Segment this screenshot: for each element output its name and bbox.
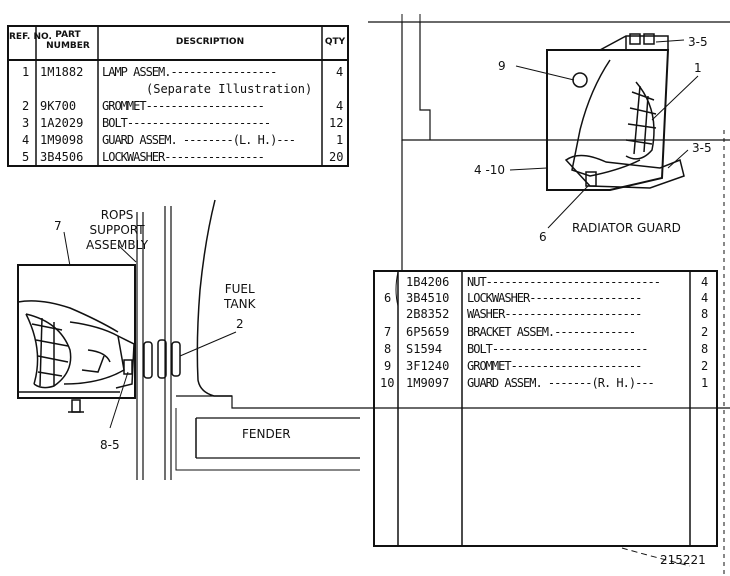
part-number-cell: 3B4506 <box>40 150 84 164</box>
part-number-cell: S1594 <box>406 342 443 356</box>
qty-cell: 4 <box>701 275 709 289</box>
ref-cell: 10 <box>380 376 395 390</box>
ref-cell: 9 <box>384 359 392 373</box>
callout-8-5: 8-5 <box>100 438 120 452</box>
qty-cell: 4 <box>336 99 344 113</box>
qty-cell: 20 <box>329 150 344 164</box>
callout-2: 2 <box>236 317 244 331</box>
qty-cell: 8 <box>701 342 709 356</box>
qty-cell: 1 <box>336 133 344 147</box>
qty-cell: 4 <box>336 65 344 79</box>
description-cell: LAMP ASSEM.----------------- <box>102 65 277 79</box>
callout-4-10: 4 -10 <box>474 163 506 177</box>
fender-label: FENDER <box>242 427 291 441</box>
ref-cell: 6 <box>384 291 392 305</box>
ref-cell: 2 <box>22 99 30 113</box>
qty-cell: 4 <box>701 291 709 305</box>
ref-no-header: REF. NO. <box>9 32 52 42</box>
callout-7: 7 <box>54 219 62 233</box>
description-cell: NUT---------------------------- <box>467 275 661 289</box>
part-number-cell: 1A2029 <box>40 116 84 130</box>
qty-cell: 2 <box>701 359 709 373</box>
callout-1: 1 <box>694 61 702 75</box>
rops-support-label: ROPS SUPPORT ASSEMBLY <box>86 208 149 252</box>
figure-number: 215221 <box>660 553 706 567</box>
part-number-cell: 1M1882 <box>40 65 84 79</box>
callout-3-5-right: 3-5 <box>692 141 712 155</box>
radiator-guard-drawing <box>368 14 730 576</box>
ref-cell: 3 <box>22 116 30 130</box>
part-number-cell: 9K700 <box>40 99 77 113</box>
ref-cell: 1 <box>22 65 30 79</box>
qty-cell: 2 <box>701 325 709 339</box>
description-cell: GUARD ASSEM. --------(L. H.)--- <box>102 133 296 147</box>
description-cell: GROMMET------------------- <box>102 99 265 113</box>
description-cell: GUARD ASSEM. -------(R. H.)--- <box>467 376 655 390</box>
left-assembly-drawing <box>17 199 730 480</box>
fuel-tank-label: FUEL TANK <box>224 282 256 311</box>
part-number-cell: 3B4510 <box>406 291 450 305</box>
description-cell: BOLT------------------------- <box>467 342 649 356</box>
description-cell: BOLT----------------------- <box>102 116 271 130</box>
description-header: DESCRIPTION <box>175 37 245 47</box>
qty-cell: 8 <box>701 307 709 321</box>
callout-3-5-top: 3-5 <box>688 35 708 49</box>
description-cell: LOCKWASHER---------------- <box>102 150 265 164</box>
ref-cell: 7 <box>384 325 392 339</box>
part-number-cell: 6P5659 <box>406 325 450 339</box>
ref-cell: 8 <box>384 342 392 356</box>
part-number-cell: 1M9097 <box>406 376 450 390</box>
qty-cell: 1 <box>701 376 709 390</box>
ref-cell: 5 <box>22 150 30 164</box>
ref-cell: 4 <box>22 133 30 147</box>
description-cell: (Separate Illustration) <box>146 82 313 96</box>
description-cell: GROMMET--------------------- <box>467 359 642 373</box>
part-number-cell: 1M9098 <box>40 133 84 147</box>
description-cell: LOCKWASHER------------------ <box>467 291 642 305</box>
radiator-guard-label: RADIATOR GUARD <box>572 221 681 235</box>
qty-cell: 12 <box>329 116 344 130</box>
part-number-cell: 3F1240 <box>406 359 450 373</box>
part-number-cell: 2B8352 <box>406 307 450 321</box>
part-number-header: PART NUMBER <box>46 30 90 51</box>
top-table-frame <box>7 25 349 167</box>
qty-header: QTY <box>324 37 346 47</box>
description-cell: WASHER---------------------- <box>467 307 642 321</box>
bottom-table-frame <box>373 270 718 567</box>
callout-9: 9 <box>498 59 506 73</box>
description-cell: BRACKET ASSEM.------------- <box>467 325 636 339</box>
callout-6: 6 <box>539 230 547 244</box>
part-number-cell: 1B4206 <box>406 275 450 289</box>
